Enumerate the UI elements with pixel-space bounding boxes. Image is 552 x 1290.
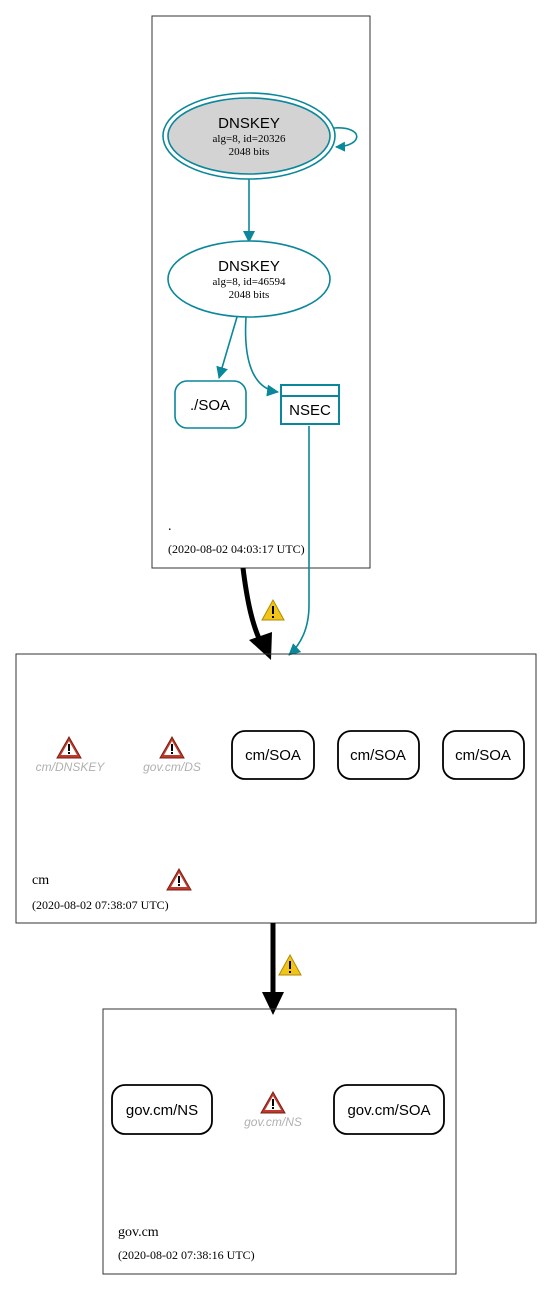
govcm-ds-error-icon xyxy=(159,735,185,759)
delegation-cm-to-govcm xyxy=(262,923,284,1015)
dnskey-ksk-alg: alg=8, id=20326 xyxy=(213,133,286,145)
zsk-to-nsec-edge xyxy=(244,316,279,397)
govcm-ns-missing-node[interactable]: gov.cm/NS xyxy=(244,1090,302,1129)
zone-root-box xyxy=(151,15,371,569)
cm-soa-node-1[interactable]: cm/SOA xyxy=(231,730,315,780)
cm-dnskey-error-icon xyxy=(56,735,82,759)
zsk-to-soa-edge xyxy=(216,316,238,379)
zone-root-timestamp: (2020-08-02 04:03:17 UTC) xyxy=(168,542,305,556)
dnskey-ksk-bits: 2048 bits xyxy=(229,146,270,158)
zone-cm-name: cm xyxy=(32,873,49,888)
govcm-ds-missing-label: gov.cm/DS xyxy=(143,760,201,774)
cm-soa-label-2: cm/SOA xyxy=(350,747,406,764)
zone-cm-timestamp: (2020-08-02 07:38:07 UTC) xyxy=(32,898,169,912)
root-soa-node[interactable]: ./SOA xyxy=(174,380,247,429)
govcm-ns-node[interactable]: gov.cm/NS xyxy=(111,1084,213,1135)
cm-dnskey-missing-label: cm/DNSKEY xyxy=(36,760,106,774)
dnskey-zsk-title: DNSKEY xyxy=(218,258,280,275)
dnskey-zsk-bits: 2048 bits xyxy=(229,289,270,301)
delegation-root-to-cm xyxy=(240,567,272,660)
zone-govcm-name: gov.cm xyxy=(118,1225,159,1240)
zone-govcm-box xyxy=(102,1008,457,1275)
dnskey-zsk-node[interactable]: DNSKEY alg=8, id=46594 2048 bits xyxy=(167,240,331,318)
govcm-soa-label: gov.cm/SOA xyxy=(347,1102,430,1119)
zone-govcm: gov.cm (2020-08-02 07:38:16 UTC) xyxy=(102,1008,457,1275)
ksk-self-loop-edge xyxy=(333,127,358,152)
govcm-ns-error-icon xyxy=(260,1090,286,1114)
cm-dnskey-missing-node[interactable]: cm/DNSKEY xyxy=(36,735,106,774)
govcm-soa-node[interactable]: gov.cm/SOA xyxy=(333,1084,445,1135)
zone-cm: cm (2020-08-02 07:38:07 UTC) xyxy=(15,653,537,924)
delegation-warning-icon-1 xyxy=(261,598,285,621)
nsec-node[interactable]: NSEC xyxy=(280,384,340,425)
zone-cm-error-icon xyxy=(166,867,192,891)
cm-soa-label-3: cm/SOA xyxy=(455,747,511,764)
zone-root: . (2020-08-02 04:03:17 UTC) xyxy=(151,15,371,569)
cm-soa-label-1: cm/SOA xyxy=(245,747,301,764)
delegation-warning-icon-2 xyxy=(278,953,302,976)
govcm-ds-missing-node[interactable]: gov.cm/DS xyxy=(143,735,201,774)
zone-govcm-timestamp: (2020-08-02 07:38:16 UTC) xyxy=(118,1248,255,1262)
nsec-label: NSEC xyxy=(289,402,331,419)
dnskey-ksk-title: DNSKEY xyxy=(218,115,280,132)
govcm-ns-missing-label: gov.cm/NS xyxy=(244,1115,302,1129)
root-soa-label: ./SOA xyxy=(190,397,230,414)
cm-soa-node-2[interactable]: cm/SOA xyxy=(337,730,420,780)
govcm-ns-label: gov.cm/NS xyxy=(126,1102,198,1119)
dnskey-ksk-node[interactable]: DNSKEY alg=8, id=20326 2048 bits xyxy=(162,92,336,180)
cm-soa-node-3[interactable]: cm/SOA xyxy=(442,730,525,780)
nsec-to-cm-edge xyxy=(288,426,310,656)
dnskey-zsk-alg: alg=8, id=46594 xyxy=(213,276,286,288)
zone-cm-box xyxy=(15,653,537,924)
zone-root-name: . xyxy=(168,519,172,534)
